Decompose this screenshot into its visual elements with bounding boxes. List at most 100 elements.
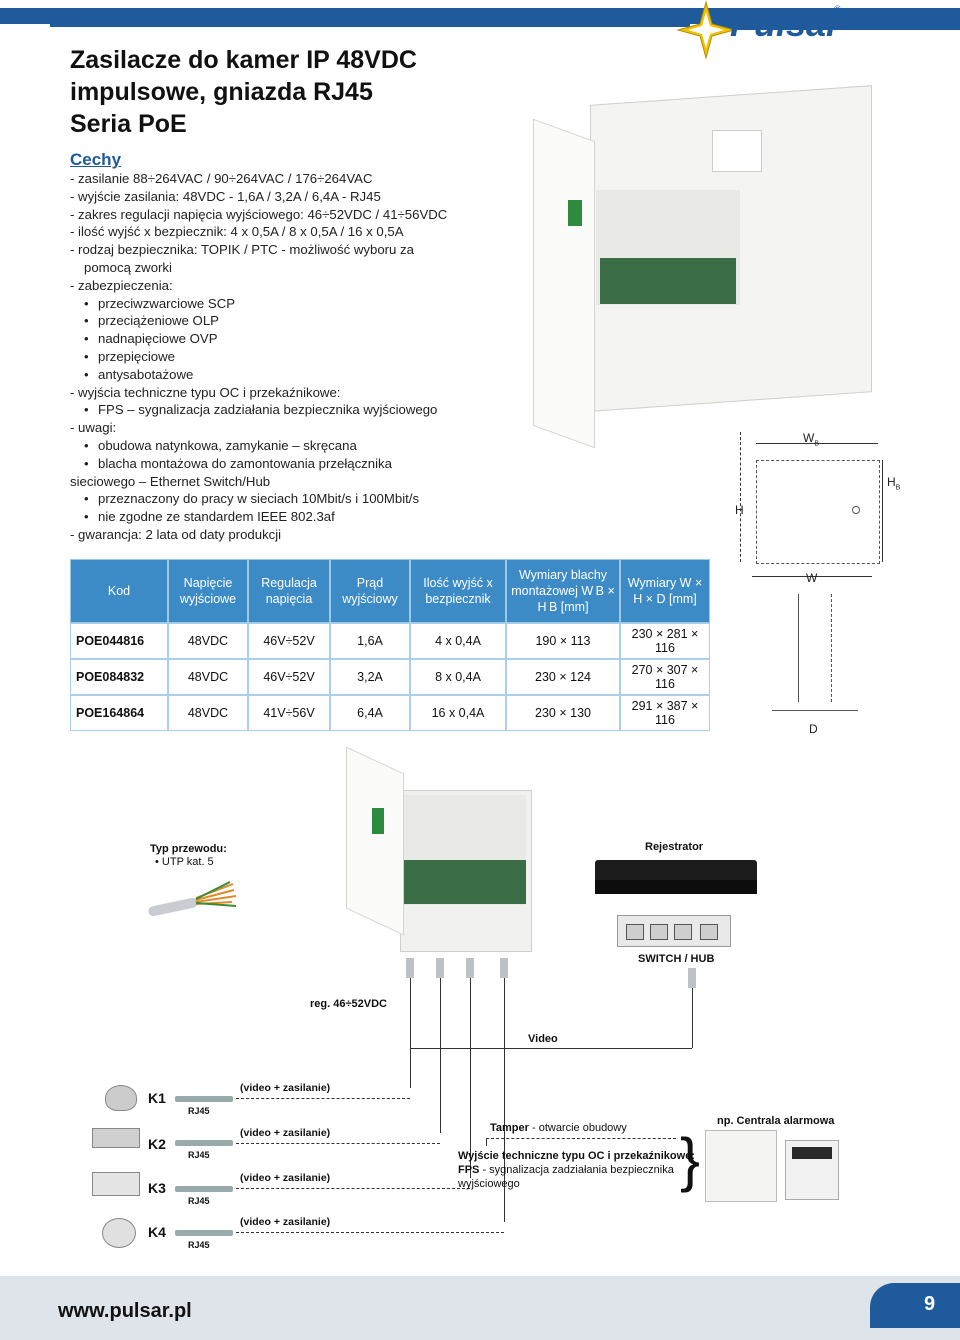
wb-label: WB <box>803 431 819 448</box>
cable-line <box>470 978 471 1178</box>
switch-label: SWITCH / HUB <box>638 953 715 965</box>
signal-label: (video + zasilanie) <box>240 1216 331 1228</box>
table-cell: 46V÷52V <box>248 623 330 659</box>
table-cell: 48VDC <box>168 695 248 731</box>
th-dims: Wymiary W × H × D [mm] <box>620 559 710 623</box>
rj45-plug-icon <box>688 968 696 988</box>
device-led-panel <box>712 130 762 172</box>
w-label: W <box>806 571 818 585</box>
device-door <box>533 118 595 449</box>
recorder-label: Rejestrator <box>645 841 704 853</box>
rj45-cable-icon <box>175 1096 233 1102</box>
cable-line <box>504 1048 692 1049</box>
cable-line <box>410 978 411 1088</box>
switch-port <box>674 924 692 940</box>
rj45-cable-icon <box>175 1140 233 1146</box>
table-cell: 190 × 113 <box>506 623 620 659</box>
features-title: Cechy <box>70 150 122 169</box>
table-cell: POE044816 <box>70 623 168 659</box>
th-code: Kod <box>70 559 168 623</box>
feature-line: - wyjście zasilania: 48VDC - 1,6A / 3,2A… <box>70 188 381 204</box>
device-pcb <box>600 258 736 304</box>
cable-line <box>440 978 441 1133</box>
feature-line: - zasilanie 88÷264VAC / 90÷264VAC / 176÷… <box>70 171 373 186</box>
feature-line: - zakres regulacji napięcia wyjściowego:… <box>70 206 448 222</box>
screw-hole-icon <box>852 506 860 514</box>
feature-line: - zabezpieczenia: <box>70 277 173 293</box>
bullet-camera-icon <box>92 1128 140 1148</box>
feature-line: nadnapięciowe OVP <box>70 330 520 348</box>
table-cell: 6,4A <box>330 695 410 731</box>
feature-line: nie zgodne ze standardem IEEE 802.3af <box>70 508 520 526</box>
h-arrow <box>740 432 741 562</box>
feature-line: obudowa natynkowa, zamykanie – skręcana <box>70 437 520 455</box>
h-label: H <box>735 503 744 517</box>
feature-line: - gwarancja: 2 lata od daty produkcji <box>70 526 282 542</box>
footer-url[interactable]: www.pulsar.pl <box>58 1300 192 1322</box>
hb-arrow <box>882 460 883 562</box>
th-plate-dims: Wymiary blachy montażowej W B × H B [mm] <box>506 559 620 623</box>
housing-camera-icon <box>92 1172 140 1196</box>
cable-type-value: • UTP kat. 5 <box>155 856 214 868</box>
outputs-title: Wyjście techniczne typu OC i przekaźniko… <box>458 1150 695 1162</box>
feature-line: blacha montażowa do zamontowania przełąc… <box>70 455 520 473</box>
logo-star-icon <box>676 0 736 60</box>
feature-line: przeciążeniowe OLP <box>70 312 520 330</box>
signal-dash <box>236 1098 410 1099</box>
signal-dash <box>236 1188 470 1189</box>
table-cell: 270 × 307 × 116 <box>620 659 710 695</box>
signal-dash <box>236 1232 504 1233</box>
table-cell: 230 × 281 × 116 <box>620 623 710 659</box>
th-current: Prąd wyjściowy <box>330 559 410 623</box>
table-cell: 230 × 130 <box>506 695 620 731</box>
camera-k3-label: K3 <box>148 1180 166 1196</box>
header-line <box>50 24 690 27</box>
title-line-1: Zasilacze do kamer IP 48VDC <box>70 46 417 74</box>
table-cell: 48VDC <box>168 623 248 659</box>
rj45-label: RJ45 <box>188 1150 210 1160</box>
signal-label: (video + zasilanie) <box>240 1082 331 1094</box>
rj45-plug-icon <box>436 958 444 978</box>
page-number: 9 <box>924 1293 936 1315</box>
camera-k1-label: K1 <box>148 1090 166 1106</box>
spec-table: Kod Napięcie wyjściowe Regulacja napięci… <box>70 559 710 731</box>
switch-port <box>700 924 718 940</box>
header-bar-cut <box>0 24 700 34</box>
feature-line: - rodzaj bezpiecznika: TOPIK / PTC - moż… <box>70 242 414 258</box>
alarm-panel-icon <box>705 1130 777 1202</box>
video-line <box>410 1048 411 1088</box>
alarm-keypad-icon <box>785 1140 839 1200</box>
signal-label: (video + zasilanie) <box>240 1172 331 1184</box>
cable-type-title: Typ przewodu: <box>150 843 227 855</box>
feature-line: przeznaczony do pracy w sieciach 10Mbit/… <box>70 490 520 508</box>
side-view-outline <box>798 594 832 702</box>
feature-line: FPS – sygnalizacja zadziałania bezpieczn… <box>70 401 520 419</box>
cable-line <box>692 988 693 1048</box>
feature-line: przepięciowe <box>70 348 520 366</box>
device-open-terminal <box>372 808 384 834</box>
table-cell: 291 × 387 × 116 <box>620 695 710 731</box>
device-open-pcb <box>404 860 526 904</box>
w-arrow <box>752 576 872 577</box>
camera-k2-label: K2 <box>148 1136 166 1152</box>
alarm-label: np. Centrala alarmowa <box>717 1115 835 1127</box>
feature-line: - uwagi: <box>70 420 117 436</box>
th-outputs: Ilość wyjść x bezpiecznik <box>410 559 506 623</box>
tamper-vline <box>486 1138 487 1146</box>
signal-dash <box>236 1143 440 1144</box>
switch-icon <box>617 915 731 947</box>
wb-arrow <box>756 443 878 444</box>
dome-camera-icon <box>102 1218 136 1248</box>
table-cell: POE084832 <box>70 659 168 695</box>
table-cell: 3,2A <box>330 659 410 695</box>
spec-table-header: Kod Napięcie wyjściowe Regulacja napięci… <box>70 559 710 623</box>
brand-logo: Pulsar <box>730 3 841 44</box>
table-cell: 230 × 124 <box>506 659 620 695</box>
video-line <box>410 1048 504 1049</box>
utp-cable-icon <box>148 880 238 920</box>
tamper-line <box>486 1138 676 1139</box>
